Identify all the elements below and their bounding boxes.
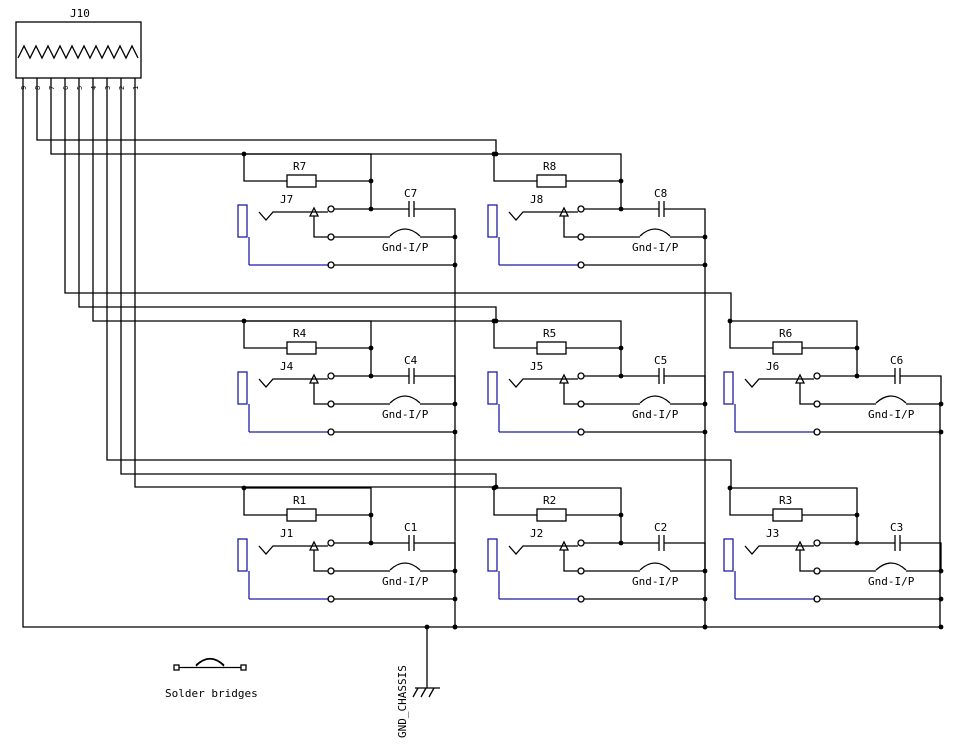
- chassis-junction: [424, 624, 430, 630]
- resistor-label: R8: [543, 160, 556, 173]
- resistor-label: R5: [543, 327, 556, 340]
- jack-label: J3: [766, 527, 779, 540]
- connector-pin-labels: 9 8 7 6 5 4 3 2 1: [20, 86, 140, 90]
- junction: [452, 624, 458, 630]
- jack-label: J6: [766, 360, 779, 373]
- resistor: [772, 341, 803, 355]
- resistor: [286, 174, 317, 188]
- resistor: [536, 174, 567, 188]
- chassis-label: GND_CHASSIS: [396, 665, 409, 738]
- capacitor-label: C7: [404, 187, 417, 200]
- capacitor-label: C4: [404, 354, 418, 367]
- junction: [493, 151, 499, 157]
- resistor: [286, 508, 317, 522]
- pin-label: 8: [34, 86, 42, 90]
- jack-label: J8: [530, 193, 543, 206]
- legend-label: Solder bridges: [165, 687, 258, 700]
- jack-body: [487, 371, 498, 405]
- capacitor-label: C6: [890, 354, 903, 367]
- junction: [493, 318, 499, 324]
- jack-body: [723, 371, 734, 405]
- capacitor-label: C8: [654, 187, 667, 200]
- connector-label: J10: [70, 7, 90, 20]
- resistor: [536, 508, 567, 522]
- junction: [702, 624, 708, 630]
- jack-label: J7: [280, 193, 293, 206]
- resistor: [772, 508, 803, 522]
- solder-bridge-legend: Solder bridges: [165, 657, 258, 700]
- bridge-label: Gnd-I/P: [382, 408, 429, 421]
- resistor-label: R1: [293, 494, 306, 507]
- jack-body: [723, 538, 734, 572]
- pin-label: 3: [104, 86, 112, 90]
- pin-label: 5: [76, 86, 84, 90]
- pin-label: 1: [132, 86, 140, 90]
- chassis-ground: GND_CHASSIS: [396, 624, 440, 738]
- bridge-label: Gnd-I/P: [632, 575, 679, 588]
- bus-wires: [22, 78, 940, 628]
- resistor-label: R6: [779, 327, 792, 340]
- jack-label: J4: [280, 360, 294, 373]
- connector-j10: J10 9 8 7 6 5 4 3 2 1: [15, 7, 142, 90]
- pin-label: 9: [20, 86, 28, 90]
- jack-body: [487, 538, 498, 572]
- jack-label: J5: [530, 360, 543, 373]
- resistor-label: R3: [779, 494, 792, 507]
- resistor-label: R7: [293, 160, 306, 173]
- pin-label: 6: [62, 86, 70, 90]
- capacitor-label: C3: [890, 521, 903, 534]
- resistor-label: R4: [293, 327, 307, 340]
- bridge-label: Gnd-I/P: [868, 575, 915, 588]
- bridge-label: Gnd-I/P: [632, 408, 679, 421]
- jack-body: [237, 538, 248, 572]
- resistor: [286, 341, 317, 355]
- jack-label: J2: [530, 527, 543, 540]
- pin-label: 7: [48, 86, 56, 90]
- jack-body: [487, 204, 498, 238]
- capacitor-label: C1: [404, 521, 417, 534]
- pin-label: 4: [90, 86, 98, 90]
- capacitor-label: C2: [654, 521, 667, 534]
- resistor: [536, 341, 567, 355]
- junction: [493, 484, 499, 490]
- bridge-label: Gnd-I/P: [868, 408, 915, 421]
- pin-label: 2: [118, 86, 126, 90]
- bridge-label: Gnd-I/P: [382, 241, 429, 254]
- jack-label: J1: [280, 527, 293, 540]
- bridge-label: Gnd-I/P: [632, 241, 679, 254]
- jack-body: [237, 371, 248, 405]
- jack-body: [237, 204, 248, 238]
- capacitor-label: C5: [654, 354, 667, 367]
- bridge-label: Gnd-I/P: [382, 575, 429, 588]
- resistor-label: R2: [543, 494, 556, 507]
